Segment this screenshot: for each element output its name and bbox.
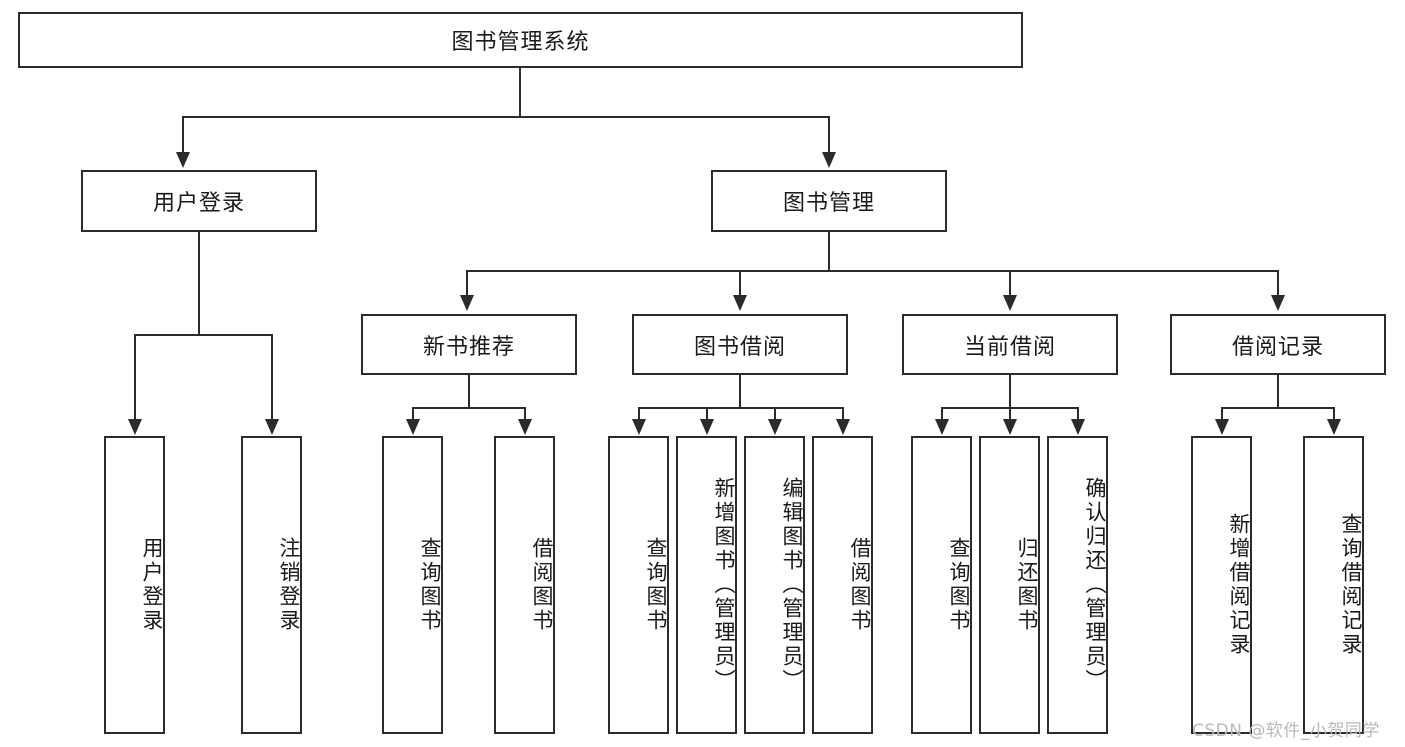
leaf-borrow-book-recommend[interactable]: 借阅图书 [494,436,555,734]
node-label: 查询借阅记录 [1339,513,1363,657]
connector-user-login-stem [198,232,200,335]
arrow-to-book-manage [822,152,836,168]
connector-user-login-bus [134,334,272,336]
connector-book-borrow-leaf-4 [842,407,844,421]
connector-user-login-leaf-2 [271,334,273,421]
node-label: 编辑图书（管理员） [780,477,804,693]
arrow-to-book-borrow [733,295,747,311]
connector-borrow-record-bus [1221,407,1334,409]
node-borrow-record[interactable]: 借阅记录 [1170,314,1386,375]
node-label: 确认归还（管理员） [1083,477,1107,693]
arrow-book-borrow-leaf-1 [632,419,646,435]
node-label: 用户登录 [152,191,245,216]
node-label: 查询图书 [947,537,971,633]
arrow-current-borrow-leaf-1 [935,419,949,435]
arrow-borrow-record-leaf-2 [1327,419,1341,435]
arrow-current-borrow-leaf-2 [1003,419,1017,435]
node-label: 查询图书 [644,537,668,633]
leaf-edit-book[interactable]: 编辑图书（管理员） [744,436,805,734]
arrow-user-login-leaf-1 [128,419,142,435]
arrow-book-borrow-leaf-2 [700,419,714,435]
node-label: 图书借阅 [693,334,786,360]
node-label: 注销登录 [277,537,301,633]
leaf-return-book[interactable]: 归还图书 [979,436,1040,734]
connector-current-borrow-leaf-2 [1009,407,1011,421]
arrow-to-user-login [176,152,190,168]
connector-new-book-leaf-2 [524,407,526,421]
node-label: 借阅记录 [1231,334,1324,360]
connector-to-book-borrow [739,270,741,297]
node-label: 图书管理系统 [451,30,590,55]
connector-borrow-record-leaf-1 [1221,407,1223,421]
arrow-to-current-borrow [1003,295,1017,311]
arrow-new-book-leaf-2 [518,419,532,435]
connector-current-borrow-leaf-3 [1077,407,1079,421]
connector-new-book-leaf-1 [412,407,414,421]
node-book-management[interactable]: 图书管理 [711,170,947,232]
leaf-borrow-book[interactable]: 借阅图书 [812,436,873,734]
connector-book-manage-stem [828,232,830,271]
node-book-borrow[interactable]: 图书借阅 [632,314,848,375]
connector-book-borrow-leaf-1 [638,407,640,421]
node-label: 新增图书（管理员） [712,477,736,693]
node-label: 当前借阅 [963,334,1056,360]
leaf-query-borrow-record[interactable]: 查询借阅记录 [1303,436,1364,734]
node-root-book-management-system[interactable]: 图书管理系统 [18,12,1023,68]
node-current-borrow[interactable]: 当前借阅 [902,314,1118,375]
leaf-add-book[interactable]: 新增图书（管理员） [676,436,737,734]
arrow-book-borrow-leaf-4 [836,419,850,435]
node-user-login[interactable]: 用户登录 [81,170,317,232]
connector-borrow-record-leaf-2 [1333,407,1335,421]
arrow-current-borrow-leaf-3 [1071,419,1085,435]
leaf-confirm-return[interactable]: 确认归还（管理员） [1047,436,1108,734]
leaf-user-login[interactable]: 用户登录 [104,436,165,734]
connector-level2-bus [466,270,1279,272]
leaf-query-book-current[interactable]: 查询图书 [911,436,972,734]
node-new-book-recommend[interactable]: 新书推荐 [361,314,577,375]
arrow-book-borrow-leaf-3 [768,419,782,435]
node-label: 查询图书 [418,537,442,633]
node-label: 借阅图书 [530,537,554,633]
connector-book-borrow-leaf-3 [774,407,776,421]
leaf-add-borrow-record[interactable]: 新增借阅记录 [1191,436,1252,734]
leaf-query-book-borrow[interactable]: 查询图书 [608,436,669,734]
connector-to-new-book [466,270,468,297]
connector-to-borrow-record [1277,270,1279,297]
arrow-to-borrow-record [1271,295,1285,311]
node-label: 新增借阅记录 [1227,513,1251,657]
connector-to-book-manage [828,116,830,154]
connector-current-borrow-leaf-1 [941,407,943,421]
connector-current-borrow-stem [1009,375,1011,408]
arrow-user-login-leaf-2 [265,419,279,435]
node-label: 用户登录 [140,537,164,633]
node-label: 借阅图书 [848,537,872,633]
node-label: 新书推荐 [422,334,515,360]
arrow-new-book-leaf-1 [406,419,420,435]
connector-borrow-record-stem [1277,375,1279,408]
arrow-to-new-book [460,295,474,311]
csdn-watermark: CSDN @软件_小贺同学 [1192,721,1380,741]
connector-root-stem [519,68,521,117]
connector-user-login-leaf-1 [134,334,136,421]
leaf-user-logout[interactable]: 注销登录 [241,436,302,734]
node-label: 图书管理 [782,191,875,216]
node-label: 归还图书 [1015,537,1039,633]
arrow-borrow-record-leaf-1 [1215,419,1229,435]
connector-book-borrow-leaf-2 [706,407,708,421]
connector-new-book-stem [468,375,470,408]
leaf-query-book-recommend[interactable]: 查询图书 [382,436,443,734]
connector-book-borrow-bus [638,407,843,409]
connector-level1-bus [182,116,829,118]
connector-to-current-borrow [1009,270,1011,297]
connector-new-book-bus [412,407,525,409]
connector-book-borrow-stem [739,375,741,408]
connector-to-user-login [182,116,184,154]
